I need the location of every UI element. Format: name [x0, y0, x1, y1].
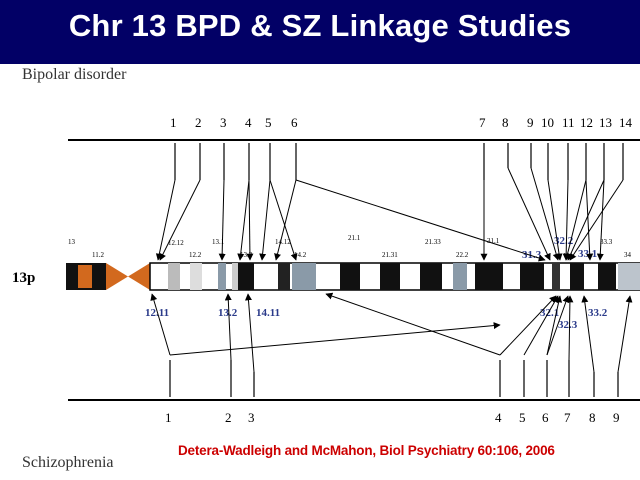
svg-text:14.2: 14.2	[294, 251, 307, 259]
band-q22-2	[453, 263, 467, 290]
svg-text:6: 6	[291, 115, 298, 130]
band-q14-12	[278, 263, 290, 290]
svg-text:21.1: 21.1	[348, 234, 361, 242]
band-q32-1	[552, 263, 560, 290]
svg-text:10: 10	[541, 115, 554, 130]
svg-text:8: 8	[502, 115, 509, 130]
band-q34	[618, 263, 640, 290]
band-q33-1	[598, 263, 616, 290]
page-title: Chr 13 BPD & SZ Linkage Studies	[68, 8, 572, 43]
band-p11-2	[78, 265, 92, 288]
chrom-label: 13p	[12, 270, 35, 286]
svg-text:9: 9	[527, 115, 534, 130]
schizophrenia-arrows	[150, 292, 633, 373]
band-q13-2	[232, 263, 238, 290]
svg-text:3: 3	[220, 115, 227, 130]
svg-text:14.12: 14.12	[275, 238, 291, 246]
svg-text:5: 5	[519, 410, 526, 425]
svg-text:32.1: 32.1	[540, 307, 559, 319]
svg-text:13: 13	[68, 238, 76, 246]
lower-band-labels: 12.11 13.2 14.11 32.1 32.3 33.2	[145, 307, 608, 331]
svg-text:22.2: 22.2	[456, 251, 469, 259]
svg-text:13: 13	[599, 115, 612, 130]
bipolar-arrows	[155, 167, 624, 262]
svg-text:4: 4	[495, 410, 502, 425]
svg-text:33.3: 33.3	[600, 238, 613, 246]
band-q13-3	[238, 263, 254, 290]
svg-text:33.2: 33.2	[588, 307, 608, 319]
svg-text:9: 9	[613, 410, 620, 425]
bipolar-ticks	[174, 143, 624, 180]
upper-band-labels: 13 11.2 12.12 12.2 13.1 13.3 14.12 14.2 …	[68, 234, 632, 261]
svg-text:12.11: 12.11	[145, 307, 169, 319]
centromere-right	[128, 263, 150, 290]
svg-text:13.1: 13.1	[212, 238, 225, 246]
svg-text:4: 4	[245, 115, 252, 130]
svg-text:13.3: 13.3	[240, 251, 253, 259]
svg-text:21.33: 21.33	[425, 238, 441, 246]
band-q32-2	[570, 263, 584, 290]
bipolar-study-numbers: 1 2 3 4 5 6 7 8 9 10 11 12 13 14	[170, 115, 633, 130]
svg-text:1: 1	[170, 115, 177, 130]
svg-text:7: 7	[564, 410, 571, 425]
svg-text:6: 6	[542, 410, 549, 425]
band-q12-2	[190, 263, 202, 290]
svg-text:31.1: 31.1	[487, 237, 500, 245]
band-q12-12	[168, 263, 180, 290]
svg-text:12.2: 12.2	[189, 251, 202, 259]
svg-text:32.3: 32.3	[558, 319, 578, 331]
svg-text:2: 2	[195, 115, 202, 130]
band-q21-31	[380, 263, 400, 290]
chromosome-ideogram	[66, 262, 640, 291]
band-q31-3	[520, 263, 544, 290]
svg-text:7: 7	[479, 115, 486, 130]
band-q31-1	[475, 263, 503, 290]
svg-text:32.2: 32.2	[554, 235, 574, 247]
svg-text:33.1: 33.1	[578, 248, 597, 260]
svg-text:8: 8	[589, 410, 596, 425]
svg-text:3: 3	[248, 410, 255, 425]
svg-text:11.2: 11.2	[92, 251, 104, 259]
svg-text:1: 1	[165, 410, 172, 425]
centromere-left	[106, 263, 128, 290]
bipolar-label: Bipolar disorder	[22, 66, 127, 83]
svg-text:11: 11	[562, 115, 575, 130]
schizophrenia-study-numbers: 1 2 3 4 5 6 7 8 9	[165, 410, 620, 425]
svg-text:21.31: 21.31	[382, 251, 398, 259]
band-q21-1	[340, 263, 360, 290]
title-bar	[0, 0, 640, 64]
svg-text:5: 5	[265, 115, 272, 130]
band-q21-33	[420, 263, 442, 290]
svg-text:14: 14	[619, 115, 633, 130]
svg-text:12: 12	[580, 115, 593, 130]
band-q13-1	[218, 263, 226, 290]
svg-text:12.12: 12.12	[168, 239, 184, 247]
svg-text:2: 2	[225, 410, 232, 425]
svg-text:14.11: 14.11	[256, 307, 280, 319]
svg-text:13.2: 13.2	[218, 307, 238, 319]
schizophrenia-label: Schizophrenia	[22, 454, 114, 471]
band-q14-2	[292, 263, 316, 290]
schizophrenia-ticks	[169, 360, 619, 397]
svg-text:31.3: 31.3	[522, 249, 542, 261]
svg-text:34: 34	[624, 251, 632, 259]
citation: Detera-Wadleigh and McMahon, Biol Psychi…	[178, 443, 555, 458]
